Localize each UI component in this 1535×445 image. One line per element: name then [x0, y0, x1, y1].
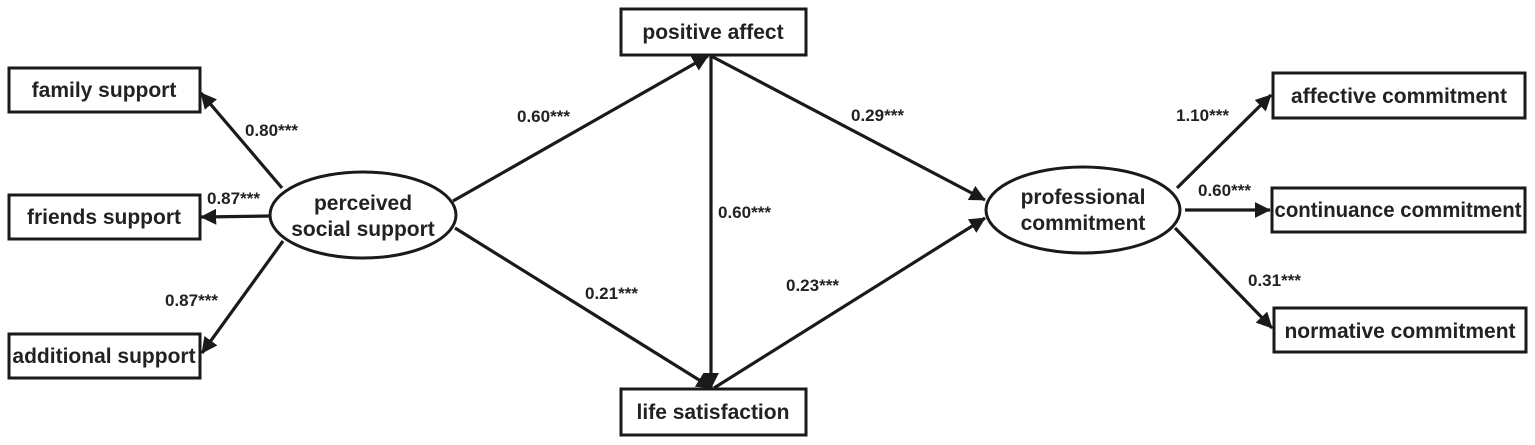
node-family-support: family support — [7, 66, 202, 114]
coef-pss-to-friends: 0.87*** — [207, 189, 260, 208]
coef-pss-to-positive-affect: 0.60*** — [517, 107, 570, 126]
coef-pc-to-continuance: 0.60*** — [1198, 181, 1251, 200]
arrow-life-satisfaction-to-pc — [713, 216, 986, 390]
arrow-pss-to-friends — [200, 208, 271, 225]
arrow-pc-to-normative — [1173, 226, 1274, 330]
coef-pc-to-normative: 0.31*** — [1248, 271, 1301, 290]
coef-pss-to-additional: 0.87*** — [165, 291, 218, 310]
coef-life-satisfaction-to-pc: 0.23*** — [786, 276, 839, 295]
professional-commitment-label-line1: professional — [1021, 186, 1146, 209]
perceived-social-support-label-line1: perceived — [314, 192, 412, 215]
arrow-positive-affect-to-pc — [710, 54, 986, 202]
node-perceived-social-support: perceived social support — [268, 170, 458, 260]
friends-support-label: friends support — [27, 206, 181, 229]
coef-pss-to-family: 0.80*** — [245, 121, 298, 140]
normative-commitment-label: normative commitment — [1284, 320, 1515, 343]
continuance-commitment-label: continuance commitment — [1275, 199, 1522, 222]
affective-commitment-label: affective commitment — [1291, 85, 1507, 108]
node-positive-affect: positive affect — [619, 7, 808, 57]
arrow-pss-to-family — [199, 91, 284, 190]
positive-affect-label: positive affect — [642, 21, 783, 44]
professional-commitment-label-line2: commitment — [1021, 212, 1146, 235]
coef-positive-affect-to-life-satisfaction: 0.60*** — [718, 203, 771, 222]
coef-pc-to-affective: 1.10*** — [1176, 106, 1229, 125]
node-professional-commitment: professional commitment — [984, 165, 1182, 255]
node-life-satisfaction: life satisfaction — [619, 387, 808, 437]
coef-pss-to-life-satisfaction: 0.21*** — [585, 284, 638, 303]
coef-positive-affect-to-pc: 0.29*** — [851, 106, 904, 125]
arrow-pss-to-additional — [200, 240, 285, 354]
node-affective-commitment: affective commitment — [1271, 71, 1527, 120]
node-continuance-commitment: continuance commitment — [1270, 186, 1527, 234]
arrow-pss-to-positive-affect — [452, 54, 709, 203]
node-additional-support: additional support — [7, 332, 202, 380]
perceived-social-support-label-line2: social support — [291, 218, 435, 241]
node-normative-commitment: normative commitment — [1272, 306, 1528, 354]
arrow-pss-to-life-satisfaction — [454, 226, 713, 390]
node-friends-support: friends support — [7, 193, 202, 241]
additional-support-label: additional support — [12, 345, 195, 368]
family-support-label: family support — [32, 79, 177, 102]
life-satisfaction-label: life satisfaction — [637, 401, 790, 424]
arrow-pc-to-affective — [1175, 93, 1273, 190]
